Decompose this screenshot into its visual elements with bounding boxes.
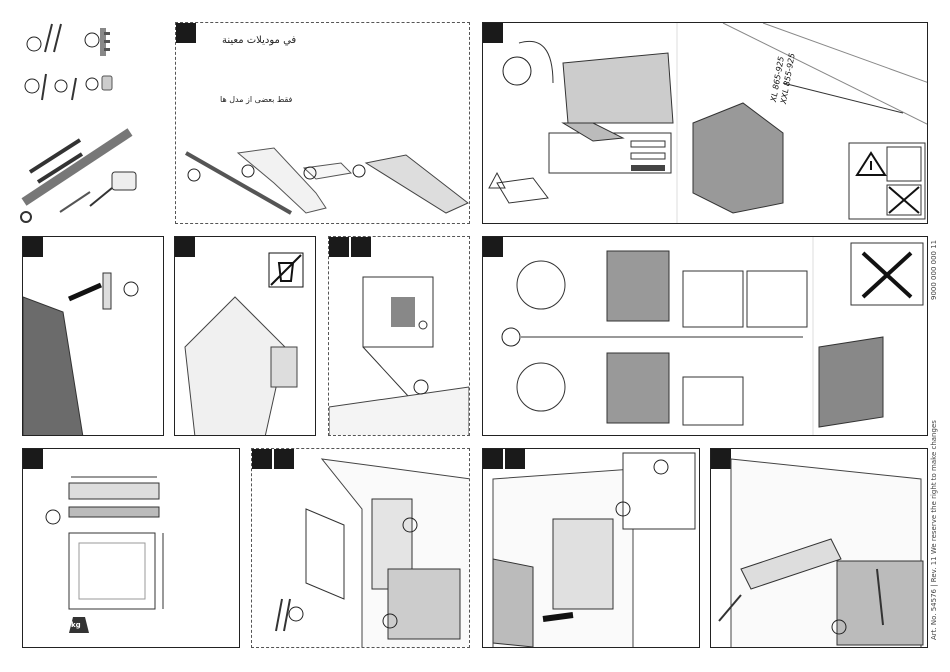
panel-adjust-height	[482, 236, 928, 436]
panel-remove-film	[174, 236, 316, 436]
panel-dimensions: XL 865-925 XXL 855-925	[482, 22, 928, 224]
remove-film-illustration	[175, 237, 316, 436]
document-code: 9000 000 000 11	[930, 240, 938, 300]
panel-optional-parts: في موديلات معينة فقط بعضی از مدل ها	[175, 22, 470, 224]
trim-strip-illustration	[329, 237, 470, 436]
weight-badge: kg	[71, 621, 81, 629]
attach-hook-illustration	[23, 237, 164, 436]
door-panel-illustration	[23, 449, 240, 648]
panel-attach-hook	[22, 236, 164, 436]
parts-tools-illustration	[20, 22, 160, 232]
panel-slide-in	[482, 448, 700, 648]
optional-parts-illustration	[176, 23, 470, 224]
panel-trim-strip	[328, 236, 470, 436]
panel-door-panel-dimensions: kg	[22, 448, 240, 648]
panel-secure-screws	[710, 448, 928, 648]
secure-screws-illustration	[711, 449, 928, 648]
dimensions-illustration	[483, 23, 928, 224]
footer-legal-text: Art. No. 54576 | Rev. 11 We reserve the …	[930, 420, 938, 640]
panel-mount-door	[251, 448, 470, 648]
panel-parts-tools	[20, 22, 160, 232]
slide-in-illustration	[483, 449, 700, 648]
adjust-height-illustration	[483, 237, 928, 436]
mount-door-illustration	[252, 449, 470, 648]
